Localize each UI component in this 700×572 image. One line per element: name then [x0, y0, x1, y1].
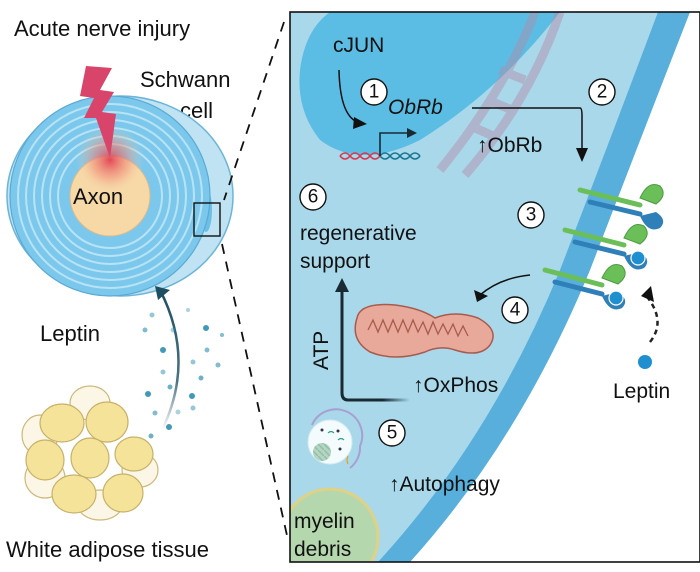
step-4-badge [501, 296, 529, 324]
debris-label-line2: debris [294, 538, 351, 561]
leptin-receptors [542, 184, 664, 310]
mitochondrion [354, 303, 494, 358]
leptin-arrowhead-icon [155, 286, 170, 300]
cjun-arrowhead-icon [353, 117, 367, 129]
atp-arrowhead-icon [335, 278, 349, 292]
autophagy-label: ↑Autophagy [389, 473, 500, 496]
zoom-line-top [223, 21, 285, 201]
promoter-arrow [379, 132, 410, 156]
atp-arrow [340, 290, 410, 402]
receptor-bound-2 [542, 264, 626, 310]
autophagosome [307, 408, 364, 469]
step-1-badge [360, 78, 388, 106]
axon-label: Axon [73, 184, 123, 209]
step-2-number: 2 [597, 82, 608, 103]
step-4-number: 4 [510, 300, 521, 321]
free-leptin [638, 355, 652, 369]
step-6-number: 6 [308, 187, 319, 208]
leptin-particles [142, 308, 224, 439]
myelin-debris [290, 487, 380, 562]
injury-glow [76, 126, 144, 194]
bound-leptin [608, 290, 624, 306]
obrb-trafficking-arrow [472, 107, 583, 150]
obrb-arrowhead-icon [576, 148, 588, 162]
leptin-label-inset: Leptin [613, 380, 670, 403]
zoom-region-box [193, 202, 221, 237]
step-6-badge [299, 183, 327, 211]
promoter-arrowhead-icon [407, 128, 417, 138]
schwann-cell: Axon [6, 95, 234, 297]
gene-label: ObRb [388, 96, 443, 119]
step-3-badge [517, 201, 545, 229]
bound-leptin [630, 250, 646, 266]
step-3-number: 3 [526, 205, 537, 226]
injury-label: Acute nerve injury [14, 16, 190, 41]
inset-panel: cJUN 1 ObRb ↑ObRb 2 6 regenerative suppo… [289, 11, 700, 563]
obrb-up-label: ↑ObRb [477, 134, 542, 157]
debris-label-line1: myelin [294, 510, 355, 533]
schwann-label-line1: Schwann [140, 67, 231, 92]
cell-membrane [378, 12, 690, 562]
leptin-binding-arrowhead-icon [641, 286, 654, 302]
adipose-label: White adipose tissue [6, 537, 209, 562]
leptin-binding-arrow [646, 297, 659, 343]
zoom-line-bottom [221, 243, 289, 541]
step-1-number: 1 [369, 82, 380, 103]
step-2-badge [588, 78, 616, 106]
signaling-arrow [479, 274, 531, 296]
adipose-tissue [21, 385, 159, 521]
left-panel: Acute nerve injury Schwann cell Axon [6, 16, 289, 562]
leptin-secretion-arrow [158, 289, 180, 431]
step-5-number: 5 [387, 423, 398, 444]
regen-label-line2: support [300, 250, 370, 273]
lightning-bolt-icon [80, 66, 116, 158]
receptor-bound-1 [562, 224, 648, 270]
inset-frame [289, 11, 700, 563]
oxphos-label: ↑OxPhos [413, 374, 498, 397]
nucleus [299, 12, 560, 155]
dna-helix-icon [339, 152, 421, 160]
step-5-badge [378, 419, 406, 447]
signaling-arrowhead-icon [474, 290, 488, 302]
atp-label: ATP [310, 331, 333, 370]
leptin-label-left: Leptin [40, 321, 100, 346]
regen-label-line1: regenerative [300, 222, 417, 245]
cjun-label: cJUN [333, 34, 384, 57]
receptor-unbound [577, 184, 664, 230]
